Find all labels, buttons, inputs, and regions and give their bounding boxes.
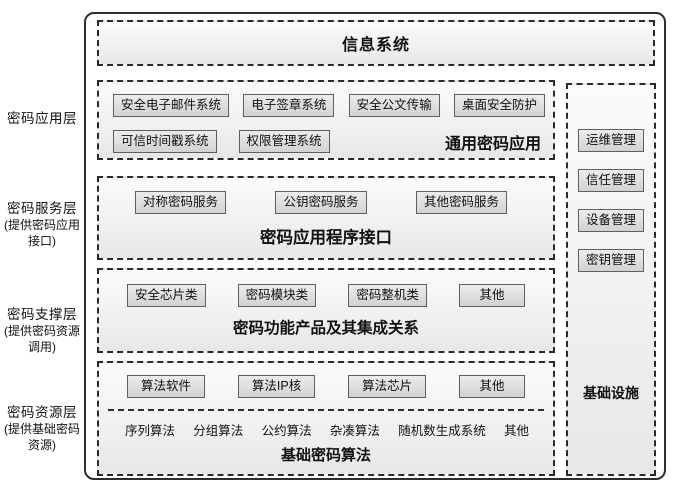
algorithms-separator [108, 408, 544, 411]
layer-name: 密码资源层 [7, 405, 77, 420]
box-algorithm-ip-core: 算法IP核 [237, 375, 316, 398]
box-other-crypto-service: 其他密码服务 [415, 191, 507, 214]
algo-item-rng: 随机数生成系统 [398, 423, 486, 438]
application-boxes-row2: 可信时间戳系统 权限管理系统 通用密码应用 [113, 130, 545, 154]
layer-note: (提供密码资源调用) [4, 324, 80, 354]
box-device-management: 设备管理 [577, 208, 644, 232]
support-layer-panel: 安全芯片类 密码模块类 密码整机类 其他 密码功能产品及其集成关系 [97, 268, 555, 353]
service-boxes-row: 对称密码服务 公钥密码服务 其他密码服务 [135, 191, 507, 214]
application-boxes-row1: 安全电子邮件系统 电子签章系统 安全公文传输 桌面安全防护 [113, 94, 545, 117]
layer-label-application: 密码应用层 [0, 107, 84, 127]
layer-name: 密码服务层 [7, 201, 77, 216]
layer-note: (提供基础密码资源) [4, 422, 80, 452]
algo-item-hash: 杂凑算法 [329, 423, 380, 438]
layer-label-service: 密码服务层 (提供密码应用接口) [0, 197, 84, 249]
box-secure-email-system: 安全电子邮件系统 [113, 94, 230, 117]
infrastructure-panel: 运维管理 信任管理 设备管理 密钥管理 基础设施 [566, 83, 656, 476]
algo-item-public-key: 公约算法 [261, 423, 312, 438]
box-other-resources: 其他 [458, 375, 525, 398]
caption-infrastructure: 基础设施 [583, 385, 639, 401]
box-algorithm-software: 算法软件 [127, 375, 206, 398]
layer-label-support: 密码支撑层 (提供密码资源调用) [0, 303, 84, 355]
box-authorization-management-system: 权限管理系统 [238, 130, 330, 154]
caption-crypto-api: 密码应用程序接口 [260, 228, 392, 247]
box-desktop-security-protection: 桌面安全防护 [453, 94, 545, 117]
box-secure-document-transfer: 安全公文传输 [348, 94, 440, 117]
box-ops-management: 运维管理 [577, 129, 644, 152]
box-crypto-module: 密码模块类 [237, 284, 317, 307]
caption-general-crypto-application: 通用密码应用 [444, 135, 541, 153]
box-security-chip: 安全芯片类 [127, 284, 206, 307]
box-trust-management: 信任管理 [577, 168, 644, 192]
box-symmetric-crypto-service: 对称密码服务 [135, 191, 227, 214]
algorithm-items-row: 序列算法 分组算法 公约算法 杂凑算法 随机数生成系统 其他 [125, 420, 529, 439]
caption-crypto-products: 密码功能产品及其集成关系 [232, 319, 419, 337]
info-system-panel: 信息系统 [97, 20, 655, 66]
layer-name: 密码应用层 [7, 111, 77, 126]
box-crypto-machine: 密码整机类 [348, 284, 427, 307]
service-layer-panel: 对称密码服务 公钥密码服务 其他密码服务 密码应用程序接口 [97, 176, 555, 260]
resource-boxes-row: 算法软件 算法IP核 算法芯片 其他 [127, 375, 525, 398]
infrastructure-boxes: 运维管理 信任管理 设备管理 密钥管理 [568, 85, 654, 272]
algo-item-stream: 序列算法 [125, 423, 176, 438]
box-public-key-crypto-service: 公钥密码服务 [275, 191, 367, 214]
layer-note: (提供密码应用接口) [4, 218, 80, 248]
box-other-products: 其他 [458, 284, 525, 307]
box-algorithm-chip: 算法芯片 [348, 375, 427, 398]
caption-basic-crypto-algorithms: 基础密码算法 [280, 446, 371, 464]
algo-item-block: 分组算法 [193, 423, 244, 438]
algo-item-other: 其他 [503, 423, 529, 438]
layer-name: 密码支撑层 [7, 307, 77, 322]
box-e-signature-system: 电子签章系统 [243, 94, 335, 117]
info-system-title: 信息系统 [341, 37, 410, 54]
resource-layer-panel: 算法软件 算法IP核 算法芯片 其他 序列算法 分组算法 公约算法 杂凑算法 随… [97, 361, 555, 476]
application-layer-panel: 安全电子邮件系统 电子签章系统 安全公文传输 桌面安全防护 可信时间戳系统 权限… [97, 80, 555, 160]
layer-label-resource: 密码资源层 (提供基础密码资源) [0, 401, 84, 453]
box-key-management: 密钥管理 [577, 248, 644, 272]
box-trusted-timestamp-system: 可信时间戳系统 [113, 130, 217, 154]
support-boxes-row: 安全芯片类 密码模块类 密码整机类 其他 [127, 284, 525, 307]
